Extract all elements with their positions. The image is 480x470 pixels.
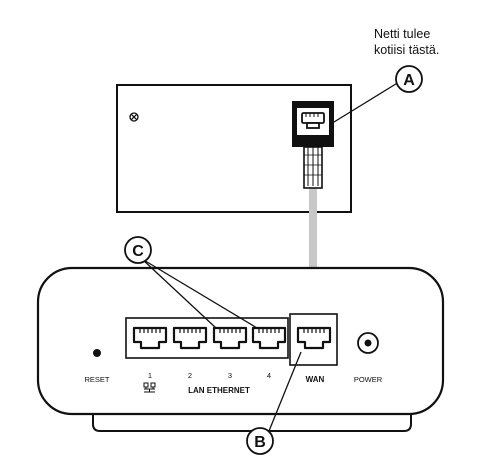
lan-port-number-4: 4 — [267, 371, 271, 380]
callout-a: A — [395, 65, 423, 93]
lan-ports — [132, 326, 287, 350]
callout-b-letter: B — [254, 434, 266, 451]
lan-port-number-2: 2 — [188, 371, 192, 380]
wan-label: WAN — [306, 375, 325, 384]
wall-ethernet-socket[interactable] — [292, 101, 334, 147]
callout-a-letter: A — [403, 72, 415, 89]
lan-port-1[interactable] — [132, 326, 168, 350]
callout-c-letter: C — [132, 243, 144, 260]
lan-port-numbers: 1 2 3 4 — [148, 371, 271, 380]
callout-c-line-2 — [141, 258, 258, 329]
power-button[interactable] — [357, 332, 379, 354]
router-back-panel: RESET POWER — [36, 266, 445, 432]
router-stand — [92, 414, 412, 432]
lan-ethernet-label: LAN ETHERNET — [188, 386, 250, 395]
callout-b: B — [246, 427, 274, 455]
callout-a-line — [333, 81, 400, 123]
wan-port — [296, 326, 332, 350]
power-label: POWER — [354, 375, 383, 384]
callout-b-line — [268, 351, 302, 432]
callout-c-line-1 — [141, 258, 217, 329]
screw-icon — [129, 112, 139, 122]
internet-source-note: Netti tulee kotiisi tästä. — [374, 26, 439, 58]
cable-plug-top — [303, 146, 323, 189]
lan-port-number-1: 1 — [148, 371, 152, 380]
reset-label: RESET — [84, 375, 109, 384]
lan-port-number-3: 3 — [228, 371, 232, 380]
network-icon — [143, 382, 156, 393]
lan-port-3[interactable] — [212, 326, 248, 350]
callout-c: C — [124, 236, 152, 264]
wan-ethernet-port[interactable] — [296, 326, 332, 350]
callout-lines — [141, 81, 400, 432]
note-line-1: Netti tulee — [374, 27, 431, 41]
lan-port-4[interactable] — [251, 326, 287, 350]
lan-port-2[interactable] — [172, 326, 208, 350]
note-line-2: kotiisi tästä. — [374, 43, 440, 57]
reset-button[interactable] — [93, 349, 101, 357]
